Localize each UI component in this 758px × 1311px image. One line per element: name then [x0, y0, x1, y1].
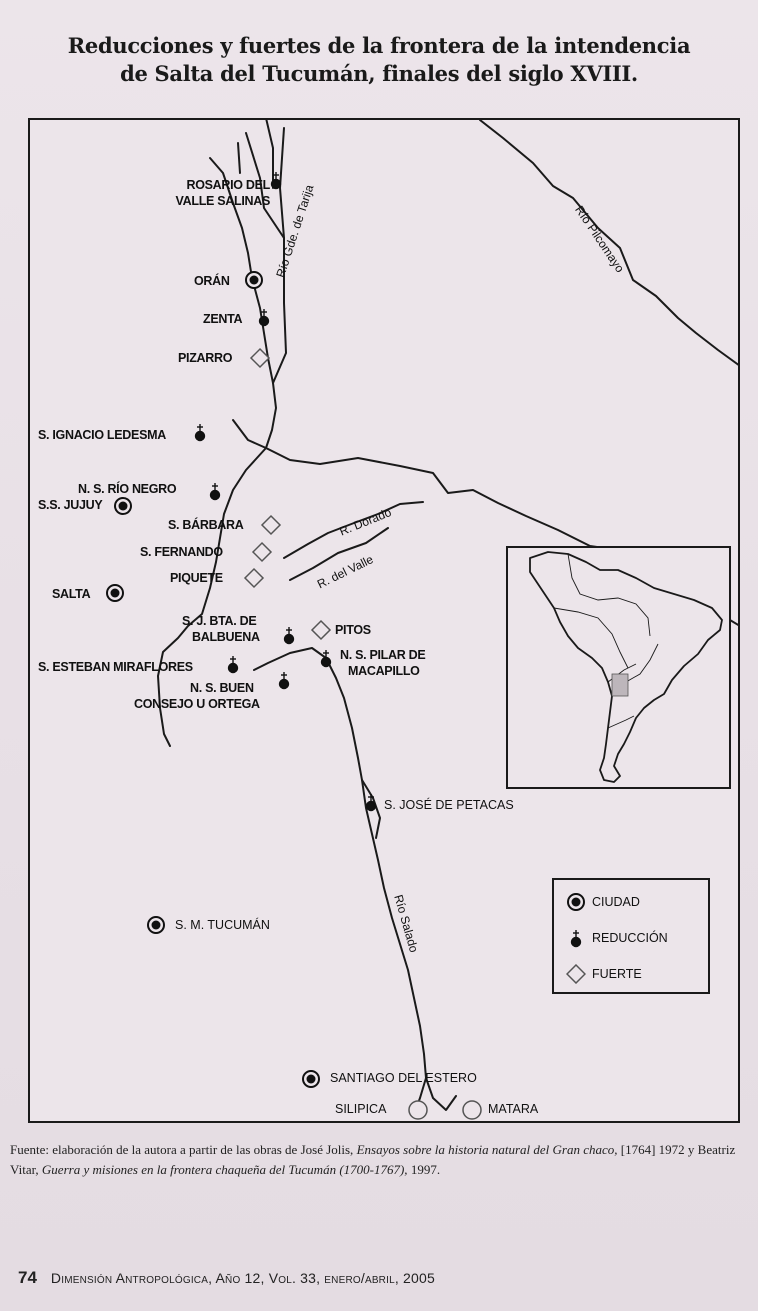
river-del-valle — [289, 527, 389, 581]
inset-south-america — [529, 551, 723, 783]
river-bermejo-west — [232, 419, 267, 449]
inset-study-area — [611, 673, 629, 697]
label-ignacio: S. IGNACIO LEDESMA — [38, 428, 166, 442]
label-buen-consejo-1: N. S. BUEN — [190, 681, 254, 695]
label-matara: MATARA — [488, 1102, 539, 1116]
journal-reference: Dimensión Antropológica, Año 12, Vol. 33… — [50, 1270, 435, 1286]
map-drawing — [106, 118, 740, 1120]
reduction-symbols — [194, 172, 377, 812]
legend-reduction-icon — [570, 930, 582, 948]
river-salado-branch — [361, 779, 381, 839]
source-text-2: [1764] 1972 y Beatriz Vitar, — [10, 1142, 736, 1177]
fort-fernando-icon — [251, 541, 273, 563]
river-tarija — [209, 127, 287, 384]
map-title-line-2: de Salta del Tucumán, finales del siglo … — [120, 61, 638, 86]
fort-piquete-icon — [243, 567, 265, 589]
town-matara-icon — [462, 1100, 482, 1120]
label-tucuman: S. M. TUCUMÁN — [175, 918, 270, 932]
legend-row-ciudad: CIUDAD — [566, 892, 706, 912]
river-dorado — [283, 501, 424, 559]
river-salado — [253, 647, 457, 1111]
reduction-ignacio-icon — [194, 424, 206, 442]
reduction-zenta-icon — [258, 309, 270, 327]
label-salta: SALTA — [52, 587, 91, 601]
town-silipica-icon — [408, 1100, 428, 1120]
map-legend: CIUDAD REDUCCIÓN FUERTE — [552, 878, 710, 994]
city-oran-icon — [245, 271, 263, 289]
legend-label-reduccion: REDUCCIÓN — [592, 931, 668, 945]
page-number: 74 — [18, 1268, 37, 1287]
reduction-esteban-icon — [227, 656, 239, 674]
city-salta-icon — [106, 584, 124, 602]
legend-label-ciudad: CIUDAD — [592, 895, 640, 909]
reduction-petacas-icon — [365, 794, 377, 812]
label-oran: ORÁN — [194, 274, 230, 288]
town-symbols — [408, 1100, 482, 1120]
city-santiago-icon — [302, 1070, 320, 1088]
page-footer: 74 Dimensión Antropológica, Año 12, Vol. … — [18, 1268, 435, 1288]
river-tarija-branch — [245, 132, 285, 239]
city-jujuy-icon — [114, 497, 132, 515]
reduction-rio-negro-icon — [209, 483, 221, 501]
reduction-balbuena-icon — [283, 627, 295, 645]
inset-border-2 — [553, 607, 629, 669]
label-balbuena-1: S. J. BTA. DE — [182, 614, 257, 628]
legend-row-reduccion: REDUCCIÓN — [566, 928, 706, 948]
inset-border-5 — [607, 715, 635, 729]
fort-barbara-icon — [260, 514, 282, 536]
label-balbuena-2: BALBUENA — [192, 630, 260, 644]
source-text-1: Fuente: elaboración de la autora a parti… — [10, 1142, 357, 1157]
map-title-line-1: Reducciones y fuertes de la frontera de … — [67, 33, 691, 58]
legend-row-fuerte: FUERTE — [566, 964, 706, 984]
city-symbols — [106, 271, 320, 1088]
river-pilcomayo — [479, 119, 740, 367]
label-santiago: SANTIAGO DEL ESTERO — [330, 1071, 477, 1085]
fort-symbols — [243, 347, 332, 641]
inset-border-1 — [567, 553, 651, 637]
inset-map — [506, 546, 731, 789]
label-pilar-1: N. S. PILAR DE — [340, 648, 426, 662]
label-jujuy: S.S. JUJUY — [38, 498, 103, 512]
label-pitos: PITOS — [335, 623, 371, 637]
label-barbara: S. BÁRBARA — [168, 518, 244, 532]
south-america-outline-icon — [529, 551, 723, 783]
reduction-rosario-icon — [270, 172, 282, 190]
label-piquete: PIQUETE — [170, 571, 223, 585]
map-title: Reducciones y fuertes de la frontera de … — [0, 32, 758, 88]
fort-pizarro-icon — [249, 347, 271, 369]
source-text-3: 1997. — [407, 1162, 441, 1177]
label-pizarro: PIZARRO — [178, 351, 233, 365]
city-tucuman-icon — [147, 916, 165, 934]
river-san-francisco — [157, 447, 267, 747]
label-esteban: S. ESTEBAN MIRAFLORES — [38, 660, 193, 674]
legend-city-icon — [567, 893, 585, 911]
label-petacas: S. JOSÉ DE PETACAS — [384, 798, 514, 812]
label-pilar-2: MACAPILLO — [348, 664, 420, 678]
label-rio-negro: N. S. RÍO NEGRO — [78, 482, 177, 496]
source-book-2: Guerra y misiones en la frontera chaqueñ… — [41, 1162, 408, 1177]
label-rosario-2: VALLE SALINAS — [175, 194, 271, 208]
reduction-buen-consejo-icon — [278, 672, 290, 690]
legend-label-fuerte: FUERTE — [592, 967, 642, 981]
river-tarija-branch-3 — [237, 142, 241, 174]
reduction-pilar-icon — [320, 650, 332, 668]
source-caption: Fuente: elaboración de la autora a parti… — [10, 1140, 756, 1180]
label-rosario-1: ROSARIO DEL — [186, 178, 270, 192]
label-buen-consejo-2: CONSEJO U ORTEGA — [134, 697, 260, 711]
label-zenta: ZENTA — [203, 312, 243, 326]
source-book-1: Ensayos sobre la historia natural del Gr… — [356, 1142, 618, 1157]
fort-pitos-icon — [310, 619, 332, 641]
label-fernando: S. FERNANDO — [140, 545, 223, 559]
label-silipica: SILIPICA — [335, 1102, 387, 1116]
legend-fort-icon — [566, 964, 586, 984]
